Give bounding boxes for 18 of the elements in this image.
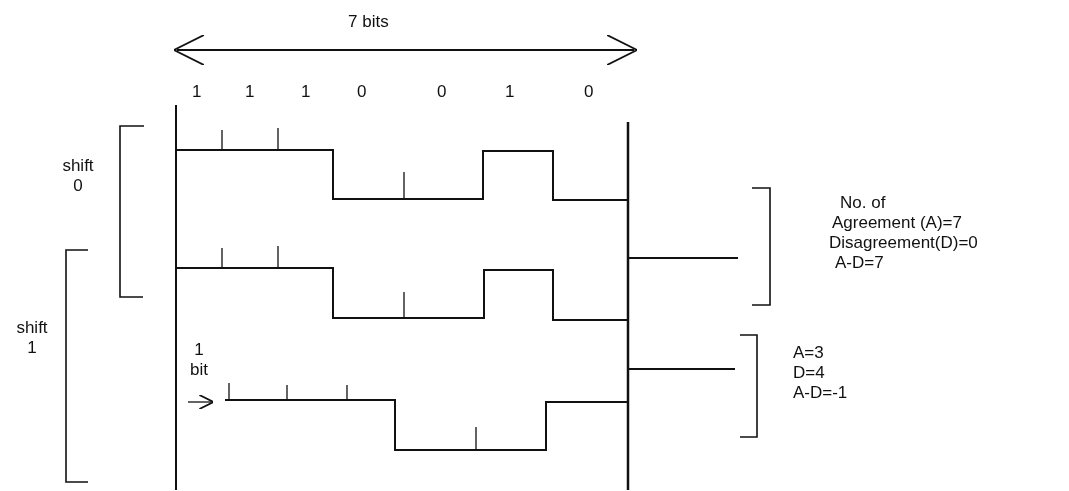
bit-value: 1 — [505, 82, 515, 102]
bit-value: 0 — [437, 82, 447, 102]
shift-label: shift 0 — [61, 156, 95, 196]
bit-value: 0 — [584, 82, 594, 102]
bit-value: 1 — [192, 82, 202, 102]
span-label: 7 bits — [348, 12, 389, 32]
bit-value: 1 — [301, 82, 311, 102]
shift-label: shift 1 — [15, 318, 49, 358]
result-text: D=4 — [793, 363, 825, 383]
result-text: Disagreement(D)=0 — [829, 233, 978, 253]
result-text: A-D=7 — [835, 253, 884, 273]
result-text: No. of — [840, 193, 886, 213]
result-text: Agreement (A)=7 — [832, 213, 962, 233]
bit-value: 0 — [357, 82, 367, 102]
bit-value: 1 — [245, 82, 255, 102]
result-text: A=3 — [793, 343, 824, 363]
result-text: A-D=-1 — [793, 383, 848, 403]
shift-amount-label: 1 bit — [189, 340, 209, 380]
